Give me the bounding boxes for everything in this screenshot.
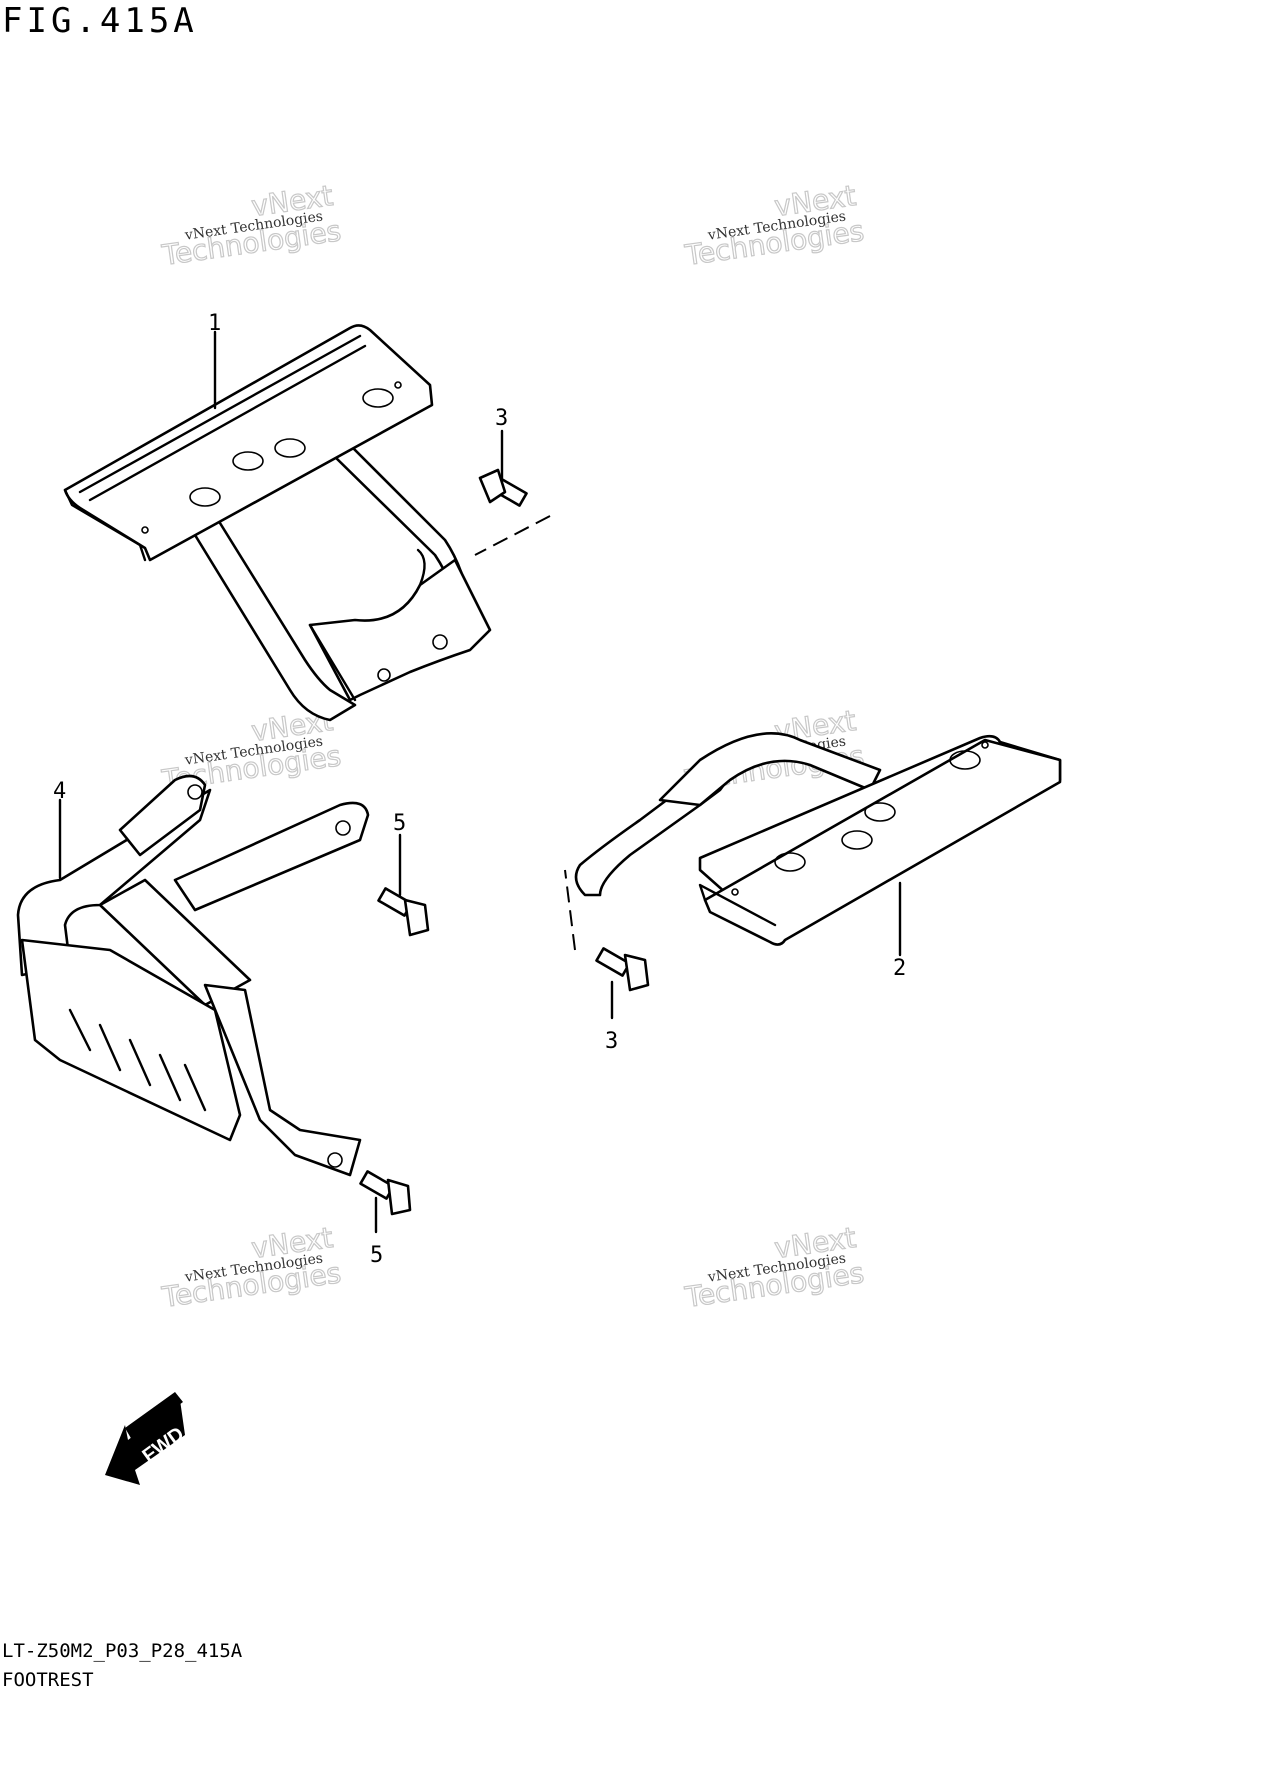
callout-3-upper: 3 — [495, 406, 508, 431]
bolt-5-lower — [359, 1170, 412, 1216]
watermark-bottom-left: vNext Technologies vNext Technologies — [159, 1220, 344, 1314]
callout-3-lower: 3 — [605, 1029, 618, 1054]
bolt-3-lower — [595, 947, 650, 992]
figure-title: FIG.415A — [2, 1, 198, 41]
callout-1: 1 — [208, 311, 221, 336]
footrest-bracket-1 — [63, 324, 492, 722]
watermark-top-left: vNext Technologies vNext Technologies — [159, 178, 344, 272]
fwd-arrow-icon: FWD — [105, 1392, 188, 1485]
watermark-top-right: vNext Technologies vNext Technologies — [682, 178, 867, 272]
assembly-line-3-lower — [564, 869, 576, 951]
callout-5-lower: 5 — [370, 1243, 383, 1268]
callout-2: 2 — [893, 956, 906, 981]
footrest-bracket-2 — [574, 732, 1062, 946]
figure-name: FOOTREST — [2, 1669, 94, 1691]
callout-4: 4 — [53, 779, 66, 804]
bolt-5-upper — [377, 887, 430, 937]
callout-5-upper: 5 — [393, 811, 406, 836]
bolt-3-upper — [478, 468, 528, 507]
front-guard-4 — [16, 774, 370, 1177]
watermark-bottom-right: vNext Technologies vNext Technologies — [682, 1220, 867, 1314]
assembly-line-3-upper — [474, 515, 551, 556]
figure-code: LT-Z50M2_P03_P28_415A — [2, 1640, 243, 1662]
